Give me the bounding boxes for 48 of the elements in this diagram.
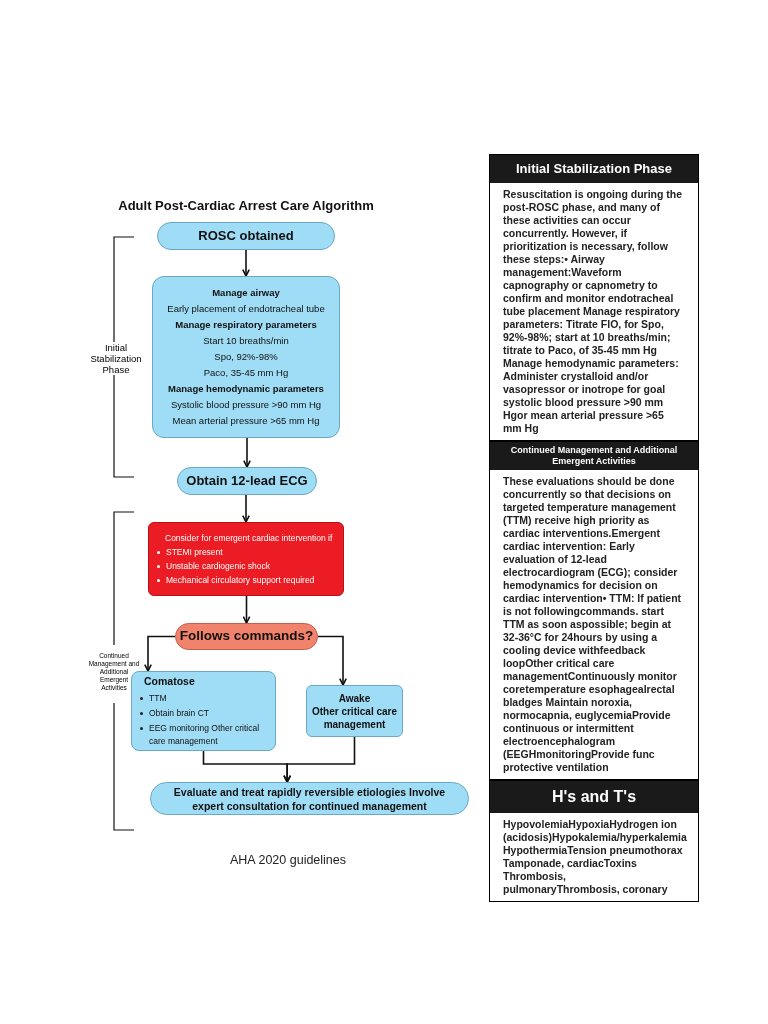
info-panel [489, 154, 699, 441]
panel-text: HypovolemiaHypoxiaHydrogen ion (acidosis)Hypokalemia/hyperkalemia HypothermiaTension pneumothorax Tamponade, cardiacToxins Thrombosis, pulmonaryThrombosis, coronary [502, 816, 688, 897]
node-text: Other critical care management [311, 704, 398, 731]
panel-heading: H's and T's [490, 780, 698, 813]
panel-heading: Initial Stabilization Phase [490, 155, 698, 183]
panel-text: These evaluations should be done concurrently so that decisions on targeted temperature management (TTM) receive high priority as cardiac interventions.Emergent cardiac intervention: Early evaluation of 12-lead electrocardiogram (ECG); consider hemodynamics for decision on cardiac intervention• TTM: If patient is not followingcommands. start TTM as soon aspossible; begin at 32-36°C for 24hours by using a cooling device withfeedback loopOther critical care managementContinuously monitor coretemperature esophagealrectal bladges Maintain noroxia, normocapnia, euglycemiaProvide continuous or intermittent electroencephalogram (EEGHmonitoringProvide func protective ventilation [502, 473, 683, 775]
node-text: Awake [338, 691, 371, 705]
warning-box [148, 522, 344, 596]
node-text: Spo, 92%-98% [214, 351, 278, 363]
terminal-box [150, 782, 469, 815]
box-heading: Manage respiratory parameters [175, 319, 317, 331]
box-heading: Manage airway [212, 287, 280, 299]
info-panel [489, 440, 699, 780]
box-heading: Manage hemodynamic parameters [168, 383, 324, 395]
terminal-box [157, 222, 335, 250]
bullet-text: Unstable cardiogenic shock [166, 560, 270, 572]
caption: AHA 2020 guidelines [228, 852, 348, 869]
arrow [243, 437, 251, 468]
arrow [242, 249, 250, 277]
arrow [242, 595, 251, 624]
node-text: ROSC obtained [198, 227, 294, 246]
arrow [242, 494, 250, 523]
terminal-box [177, 467, 317, 495]
process-box [152, 276, 340, 438]
node-text: Paco, 35-45 mm Hg [203, 367, 289, 379]
bullet-text: TTM [149, 691, 168, 705]
bullet-text: Obtain brain CT [149, 706, 210, 720]
panel-heading: Continued Management and Additional Emergent Activities [490, 441, 698, 470]
bullet-text: Mechanical circulatory support required [166, 574, 315, 586]
arrow [283, 736, 356, 783]
panel-text: Resuscitation is ongoing during the post-ROSC phase, and many of these activities can occur concurrently. However, if prioritization is necessary, follow these steps:• Airway management:Waveform capnography or capnometry to confirm and monitor endotracheal tube placement Manage respiratory parameters: Titrate FIO, for Spo, 92%-98%; start at 10 breaths/min; titrate to Paco, of 35-45 mm Hg Manage hemodynamic parameters: Administer crystalloid and/or vasopressor or inotrope for goal systolic blood pressure >90 mm Hgor mean arterial pressure >65 mm Hg [502, 186, 684, 436]
process-box [306, 685, 403, 737]
arrow [317, 635, 347, 686]
node-text: Start 10 breaths/min [203, 335, 289, 347]
bullet-text: STEMI present [166, 546, 223, 558]
box-heading: Consider for emergent cardiac intervention if [164, 532, 334, 544]
node-text: Mean arterial pressure >65 mm Hg [172, 415, 320, 427]
process-box [131, 671, 276, 751]
bullet-text: EEG monitoring Other critical care management [149, 721, 261, 748]
arrow [144, 635, 176, 672]
diagram-title: Adult Post-Cardiac Arrest Care Algorithm [117, 197, 375, 215]
node-text: Systolic blood pressure >90 mm Hg [170, 399, 322, 411]
info-panel [489, 779, 699, 902]
box-heading: Comatose [143, 674, 196, 690]
node-text: Early placement of endotracheal tube [167, 303, 325, 315]
node-text: Evaluate and treat rapidly reversible etiologies Involve expert consultation for continued management [172, 784, 447, 813]
node-text: Obtain 12-lead ECG [186, 472, 308, 491]
node-text: Follows commands? [179, 627, 314, 646]
